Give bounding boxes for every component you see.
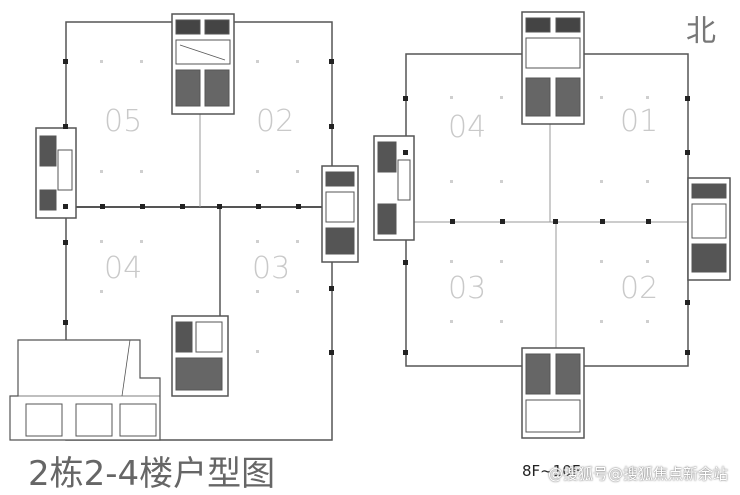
left-plan-caption: 2栋2-4楼户型图	[28, 454, 276, 494]
left-west-core	[35, 127, 77, 219]
plan-right	[373, 11, 731, 439]
right-grid-dots	[450, 96, 649, 323]
right-top-core	[521, 11, 585, 125]
left-unit-label: 05	[104, 104, 142, 139]
north-label: 北	[686, 14, 716, 49]
left-unit-label: 02	[256, 104, 294, 139]
left-columns	[63, 59, 334, 355]
left-unit-label: 04	[104, 251, 142, 286]
right-unit-label: 01	[620, 104, 658, 139]
right-unit-label: 04	[448, 110, 486, 145]
watermark: @搜狐号@搜狐焦点新余站	[547, 465, 728, 483]
left-bottom-core	[171, 315, 229, 397]
right-unit-label: 03	[448, 271, 486, 306]
left-unit-label: 03	[252, 251, 290, 286]
right-east-core	[687, 177, 731, 281]
right-unit-label: 02	[620, 271, 658, 306]
plan-left	[9, 13, 359, 441]
right-plan-caption: 8F~10F	[522, 462, 581, 480]
right-columns	[403, 96, 690, 355]
left-east-core	[321, 165, 359, 263]
right-bottom-core	[521, 347, 585, 439]
left-annex	[9, 339, 161, 441]
left-grid-dots	[100, 60, 299, 353]
left-top-core	[171, 13, 235, 115]
